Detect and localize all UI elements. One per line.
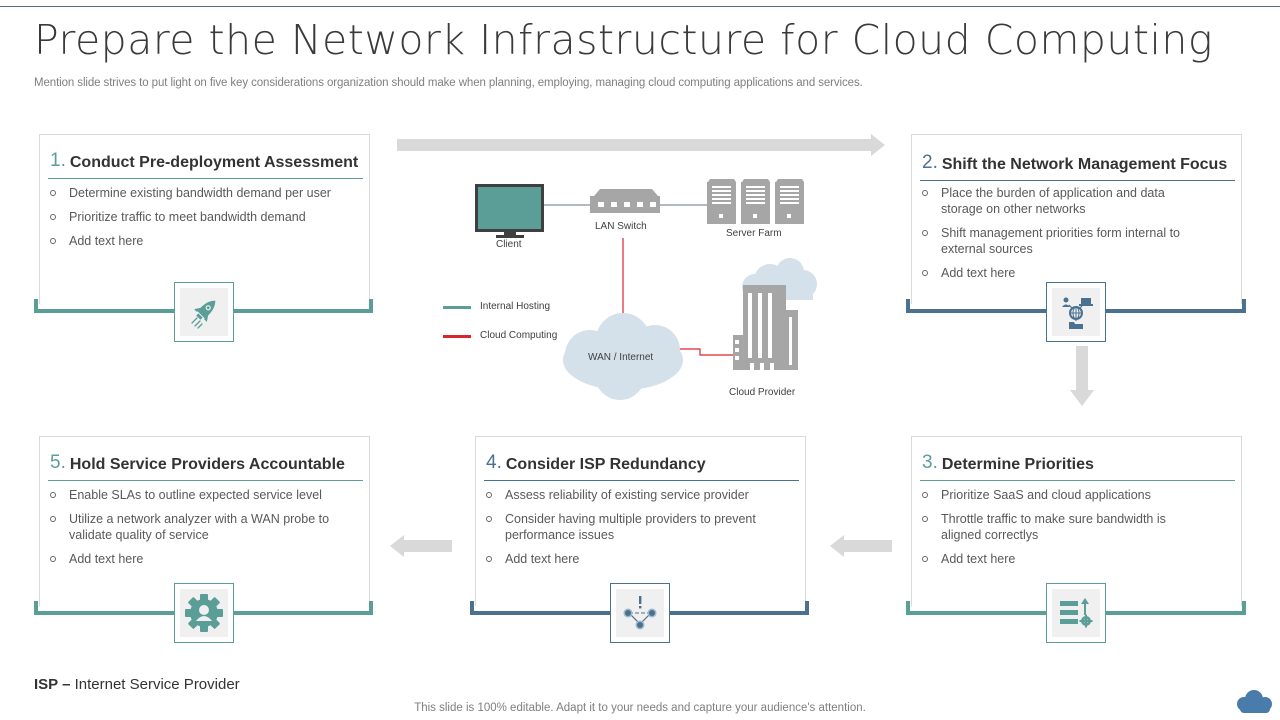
legend-label-internal-hosting: Internal Hosting: [480, 301, 551, 312]
cloud-logo-icon: [1237, 690, 1272, 713]
bullet-icon: [922, 230, 928, 236]
flow-arrow-down: [1070, 346, 1094, 406]
card-pre-deployment-assessment: 1. Conduct Pre-deployment Assessment Det…: [39, 134, 370, 304]
bullet-icon: [922, 492, 928, 498]
card-header: 5. Hold Service Providers Accountable: [48, 449, 363, 481]
list-item: Add text here: [486, 551, 789, 567]
card-header: 3. Determine Priorities: [920, 449, 1235, 481]
abbreviation-term: ISP –: [34, 676, 71, 693]
bullet-icon: [50, 238, 56, 244]
bullet-icon: [50, 516, 56, 522]
rocket-icon: [191, 300, 216, 329]
list-item: Prioritize traffic to meet bandwidth dem…: [50, 209, 353, 225]
bullet-icon: [486, 556, 492, 562]
list-item: Determine existing bandwidth demand per …: [50, 185, 353, 201]
list-item: Assess reliability of existing service p…: [486, 487, 789, 503]
bullet-icon: [922, 556, 928, 562]
card-determine-priorities: 3. Determine Priorities Prioritize SaaS …: [911, 436, 1242, 606]
icon-box: [174, 282, 234, 342]
card-title: Conduct Pre-deployment Assessment: [69, 154, 359, 171]
list-item: Place the burden of application and data…: [922, 185, 1181, 217]
redundancy-network-icon: [623, 596, 657, 630]
card-number: 3.: [922, 452, 938, 473]
list-item: Enable SLAs to outline expected service …: [50, 487, 353, 503]
wan-cloud-icon: [563, 313, 683, 400]
card-header: 2. Shift the Network Management Focus: [920, 149, 1235, 181]
abbreviation-meaning: Internet Service Provider: [70, 676, 240, 693]
server-farm-icon: [707, 179, 804, 224]
bullet-icon: [50, 190, 56, 196]
card-number: 4.: [486, 452, 502, 473]
bullet-icon: [922, 516, 928, 522]
legend-swatch-internal-hosting: [443, 306, 471, 309]
node-label-cloud-provider: Cloud Provider: [729, 387, 796, 398]
card-title: Hold Service Providers Accountable: [69, 456, 345, 473]
flow-arrow-left: [830, 535, 892, 557]
footer-note: This slide is 100% editable. Adapt it to…: [414, 702, 866, 714]
lan-switch-icon: [590, 189, 660, 213]
bullet-icon: [50, 556, 56, 562]
footer-abbreviation: ISP – Internet Service Provider: [34, 676, 240, 693]
list-item: Throttle traffic to make sure bandwidth …: [922, 511, 1191, 543]
node-label-server-farm: Server Farm: [726, 228, 782, 239]
card-shift-network-management: 2. Shift the Network Management Focus Pl…: [911, 134, 1242, 304]
network-diagram: [443, 179, 817, 400]
bullet-icon: [50, 214, 56, 220]
list-item: Add text here: [922, 265, 1181, 281]
node-label-client: Client: [496, 239, 522, 250]
card-number: 5.: [50, 452, 66, 473]
list-item: Add text here: [922, 551, 1191, 567]
bullet-icon: [50, 492, 56, 498]
list-item: Prioritize SaaS and cloud applications: [922, 487, 1191, 503]
bullet-icon: [922, 190, 928, 196]
bullet-list: Assess reliability of existing service p…: [486, 487, 789, 575]
card-title: Determine Priorities: [941, 456, 1094, 473]
list-item: Consider having multiple providers to pr…: [486, 511, 789, 543]
bullet-list: Place the burden of application and data…: [922, 185, 1181, 289]
legend-swatch-cloud-computing: [443, 335, 471, 338]
card-header: 4. Consider ISP Redundancy: [484, 449, 799, 481]
user-gear-icon: [185, 594, 223, 632]
list-item: Add text here: [50, 551, 353, 567]
cloud-provider-icon: [733, 258, 817, 370]
top-rule: [0, 6, 1280, 7]
card-number: 2.: [922, 152, 938, 173]
list-item: Shift management priorities form interna…: [922, 225, 1181, 257]
bullet-icon: [922, 270, 928, 276]
card-title: Shift the Network Management Focus: [941, 156, 1228, 173]
card-header: 1. Conduct Pre-deployment Assessment: [48, 147, 363, 179]
page-subtitle: Mention slide strives to put light on fi…: [34, 77, 863, 89]
node-label-wan: WAN / Internet: [588, 352, 654, 363]
legend-label-cloud-computing: Cloud Computing: [480, 330, 558, 341]
flow-arrow-left: [390, 535, 452, 557]
icon-box: [174, 583, 234, 643]
bullet-list: Prioritize SaaS and cloud applications T…: [922, 487, 1191, 575]
bullet-icon: [486, 492, 492, 498]
client-monitor-icon: [475, 184, 544, 238]
bullet-icon: [486, 516, 492, 522]
node-label-lan-switch: LAN Switch: [595, 221, 647, 232]
flow-arrow-right: [397, 134, 885, 156]
priority-list-icon: [1060, 598, 1093, 628]
list-item: Utilize a network analyzer with a WAN pr…: [50, 511, 353, 543]
icon-box: [1046, 282, 1106, 342]
icon-box: [1046, 583, 1106, 643]
card-title: Consider ISP Redundancy: [505, 456, 706, 473]
icon-box: [610, 583, 670, 643]
card-isp-redundancy: 4. Consider ISP Redundancy Assess reliab…: [475, 436, 806, 606]
network-globe-icon: [1062, 297, 1093, 329]
page-title: Prepare the Network Infrastructure for C…: [34, 16, 1213, 64]
link-wan-cloud-provider: [680, 348, 735, 356]
card-number: 1.: [50, 150, 66, 171]
list-item: Add text here: [50, 233, 353, 249]
bullet-list: Enable SLAs to outline expected service …: [50, 487, 353, 575]
bullet-list: Determine existing bandwidth demand per …: [50, 185, 353, 257]
card-hold-providers-accountable: 5. Hold Service Providers Accountable En…: [39, 436, 370, 606]
